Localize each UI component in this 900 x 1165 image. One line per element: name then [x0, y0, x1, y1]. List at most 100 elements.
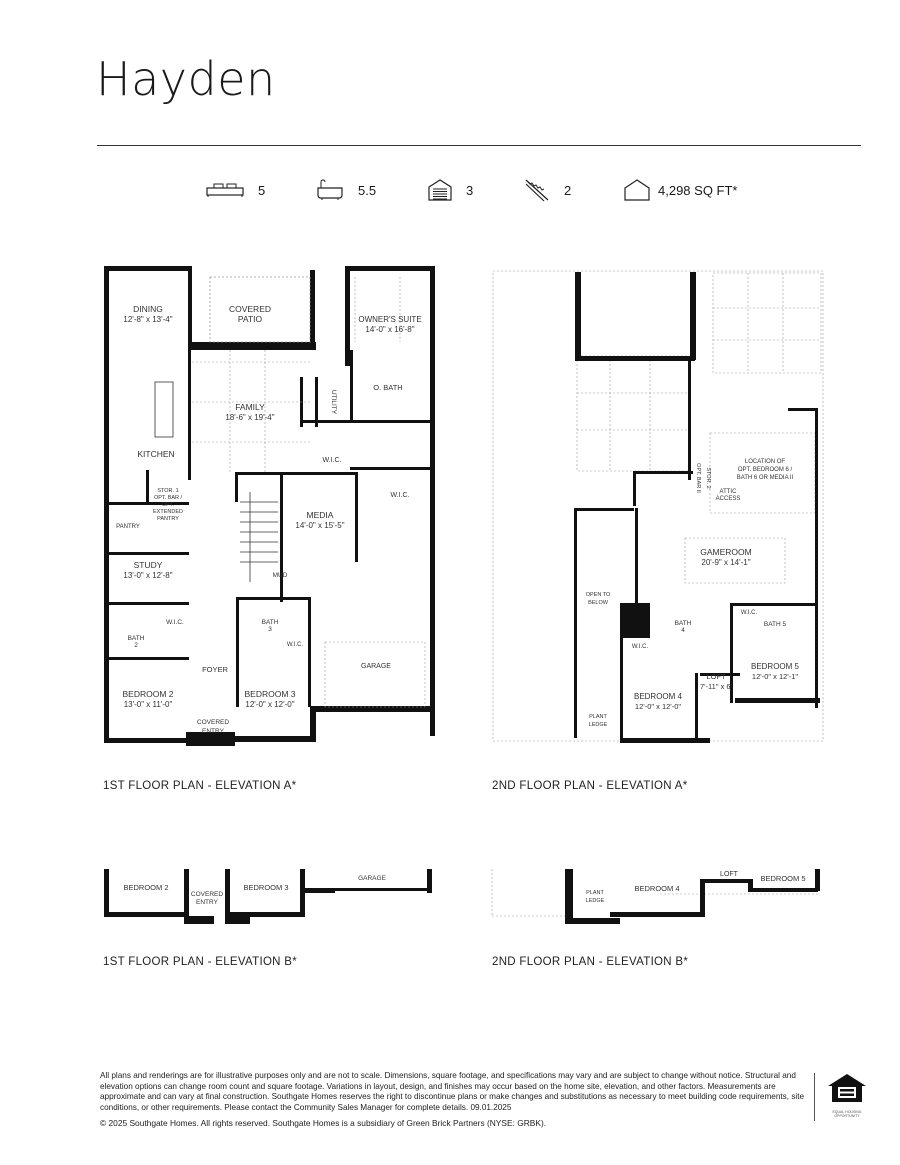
- room-family: FAMILY: [235, 402, 265, 412]
- stairs-icon: [524, 178, 550, 202]
- elev-b-plant: PLANT: [586, 890, 604, 896]
- stories-count: 2: [564, 182, 572, 198]
- disclaimer-text: All plans and renderings are for illustr…: [100, 1071, 805, 1112]
- equal-housing-label: EQUAL HOUSING OPPORTUNITY: [832, 1110, 862, 1118]
- equal-housing-icon: [828, 1074, 866, 1102]
- room-wic-5: W.I.C.: [632, 644, 649, 650]
- bathtub-icon: [316, 179, 344, 201]
- room-bedroom4: BEDROOM 4: [634, 692, 683, 701]
- room-loft: LOFT: [706, 672, 726, 681]
- spec-stories: 2: [524, 178, 624, 202]
- stor2-l2: OPT. BAR II: [695, 463, 701, 493]
- room-foyer: FOYER: [202, 665, 228, 674]
- stor2-l1: STOR. 2: [705, 467, 711, 488]
- room-bedroom5-dim: 12'-0" x 12'-1": [752, 672, 798, 681]
- elev-b-garage: GARAGE: [358, 875, 386, 882]
- elev-b-loft: LOFT: [720, 871, 739, 878]
- room-pantry: PANTRY: [116, 524, 140, 530]
- room-wic-1: W.I.C.: [322, 457, 341, 464]
- room-loft-dim: 7'-11" x 6': [700, 682, 733, 691]
- caption-floor1-a: 1ST FLOOR PLAN - ELEVATION A*: [103, 780, 297, 792]
- title-divider: [97, 145, 861, 146]
- elev-b-ledge: LEDGE: [586, 898, 605, 904]
- room-study-dim: 13'-0" x 12'-8": [123, 571, 172, 580]
- room-bath3: BATH: [262, 619, 279, 626]
- room-family-dim: 18'-6" x 19'-4": [225, 413, 274, 422]
- room-bath2: BATH: [128, 635, 145, 642]
- room-utility: UTILITY: [330, 390, 337, 415]
- room-bath4-num: 4: [681, 627, 685, 634]
- room-wic-3: W.I.C.: [166, 619, 184, 626]
- garage-count: 3: [466, 182, 474, 198]
- bathrooms-count: 5.5: [358, 182, 377, 198]
- room-wic-4: W.I.C.: [287, 642, 304, 648]
- opt-location-l3: BATH 6 OR MEDIA II: [737, 475, 794, 481]
- room-owners-suite-dim: 14'-0" x 16'-8": [365, 325, 414, 334]
- footer-divider: [814, 1073, 815, 1121]
- open-below-l1: OPEN TO: [586, 592, 611, 598]
- elev-b-bedroom4: BEDROOM 4: [634, 884, 679, 893]
- open-below-l2: BELOW: [588, 600, 609, 606]
- room-bedroom4-dim: 12'-0" x 12'-0": [635, 702, 681, 711]
- room-stor1-l4: EXTENDED: [153, 509, 183, 515]
- room-bath3-num: 3: [268, 626, 272, 633]
- room-covered-entry-2: ENTRY: [202, 728, 225, 735]
- room-garage: GARAGE: [361, 663, 391, 670]
- room-bath4: BATH: [675, 620, 692, 627]
- elev-b-bedroom3: BEDROOM 3: [243, 883, 288, 892]
- room-bath5: BATH 5: [764, 621, 787, 628]
- caption-floor1-b: 1ST FLOOR PLAN - ELEVATION B*: [103, 956, 298, 968]
- room-stor1-l2: OPT. BAR /: [154, 495, 183, 501]
- spec-bathrooms: 5.5: [316, 179, 428, 201]
- elev-b-entry: ENTRY: [196, 899, 219, 906]
- room-kitchen: KITCHEN: [137, 449, 174, 459]
- elev-b-covered: COVERED: [191, 891, 223, 898]
- second-floor-plan-a: LOCATION OF OPT. BEDROOM 6 / BATH 6 OR M…: [490, 268, 825, 748]
- bedrooms-count: 5: [258, 182, 266, 198]
- room-mud: MUD: [273, 572, 288, 579]
- room-gameroom: GAMEROOM: [700, 547, 751, 557]
- spec-bedrooms: 5: [206, 182, 316, 198]
- room-bath2-num: 2: [134, 642, 138, 649]
- plant-ledge-l2: LEDGE: [589, 722, 608, 728]
- bed-icon: [206, 182, 244, 198]
- plan-title: Hayden: [96, 52, 276, 106]
- specs-row: 5 5.5 3 2 4,298 SQ FT*: [206, 178, 737, 202]
- room-owners-suite: OWNER'S SUITE: [358, 315, 421, 324]
- room-bedroom5: BEDROOM 5: [751, 662, 800, 671]
- room-covered-entry: COVERED: [197, 719, 229, 726]
- attic-l1: ATTIC: [720, 489, 738, 495]
- room-stor1-l1: STOR. 1: [157, 488, 178, 494]
- room-bedroom2-dim: 13'-0" x 11'-0": [124, 700, 173, 709]
- room-o-bath: O. BATH: [373, 383, 402, 392]
- spec-garage: 3: [428, 179, 524, 201]
- attic-l2: ACCESS: [716, 496, 741, 502]
- room-covered-patio: COVERED: [229, 304, 271, 314]
- room-dining-dim: 12'-8" x 13'-4": [123, 315, 172, 324]
- room-media-dim: 14'-0" x 15'-5": [295, 521, 344, 530]
- second-floor-plan-b: PLANT LEDGE BEDROOM 4 LOFT BEDROOM 5: [490, 866, 835, 926]
- room-wic-2: W.I.C.: [390, 492, 409, 499]
- room-stor1-l3: OPT.: [162, 502, 175, 508]
- room-stor1-l5: PANTRY: [157, 516, 179, 522]
- house-icon: [624, 179, 650, 201]
- room-media: MEDIA: [307, 510, 334, 520]
- room-bedroom2: BEDROOM 2: [122, 689, 173, 699]
- elev-b-bedroom5: BEDROOM 5: [760, 874, 805, 883]
- opt-location-l2: OPT. BEDROOM 6 /: [738, 467, 793, 473]
- copyright-text: © 2025 Southgate Homes. All rights reser…: [100, 1118, 547, 1128]
- room-bedroom3: BEDROOM 3: [244, 689, 295, 699]
- caption-floor2-b: 2ND FLOOR PLAN - ELEVATION B*: [492, 956, 689, 968]
- garage-icon: [428, 179, 452, 201]
- room-wic-6: W.I.C.: [741, 610, 758, 616]
- room-covered-patio-2: PATIO: [238, 314, 263, 324]
- first-floor-plan-b: BEDROOM 2 COVERED ENTRY BEDROOM 3 GARAGE: [100, 866, 445, 926]
- elev-b-bedroom2: BEDROOM 2: [123, 883, 168, 892]
- room-dining: DINING: [133, 304, 163, 314]
- spec-sqft: 4,298 SQ FT*: [624, 179, 737, 201]
- caption-floor2-a: 2ND FLOOR PLAN - ELEVATION A*: [492, 780, 688, 792]
- equal-housing-logo: EQUAL HOUSING OPPORTUNITY: [826, 1073, 868, 1118]
- opt-location-l1: LOCATION OF: [745, 459, 786, 465]
- square-footage: 4,298 SQ FT*: [658, 182, 738, 198]
- first-floor-plan-a: DINING 12'-8" x 13'-4" COVERED PATIO OWN…: [100, 262, 445, 752]
